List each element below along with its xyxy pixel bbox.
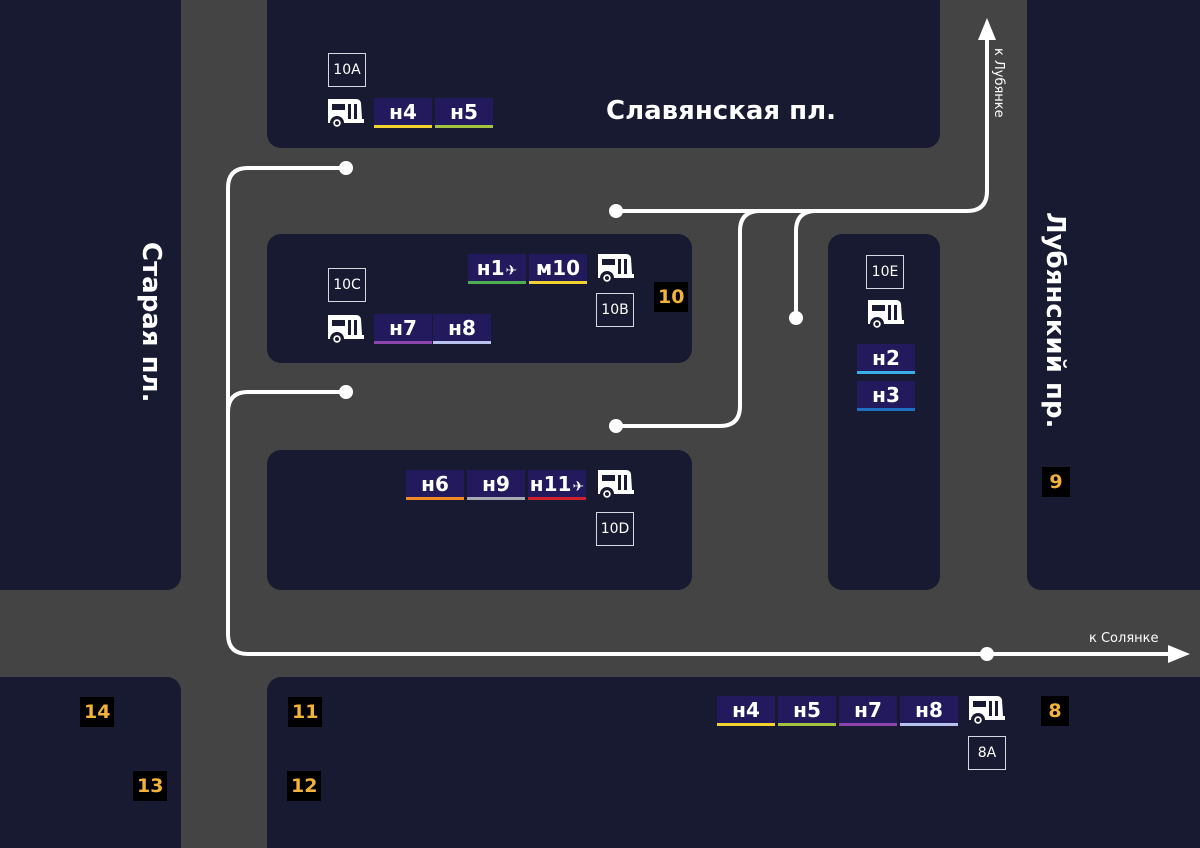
route-badge[interactable]: н6 [406, 470, 464, 500]
direction-to-solyanka: к Солянке [1089, 631, 1159, 646]
route-badge[interactable]: н11✈ [528, 470, 586, 500]
path-node [789, 311, 803, 325]
path-node [339, 161, 353, 175]
bus-icon [596, 468, 634, 500]
exit-12: 12 [287, 771, 322, 801]
bus-icon [326, 313, 364, 345]
street-staraya: Старая пл. [136, 242, 166, 403]
stop-code-10d: 10D [596, 512, 634, 546]
arrow-up-icon [978, 18, 996, 40]
route-badge[interactable]: н1✈ [468, 254, 526, 284]
bus-icon [967, 694, 1005, 726]
block-narrow-right [828, 234, 940, 590]
path-node [609, 204, 623, 218]
exit-11: 11 [288, 697, 323, 727]
route-badge[interactable]: н5 [435, 98, 493, 128]
route-badge[interactable]: н7 [839, 696, 897, 726]
path-to-lubyanka [614, 38, 989, 213]
route-badge[interactable]: н4 [374, 98, 432, 128]
route-label: н1 [476, 256, 505, 280]
arrow-right-icon [1168, 645, 1190, 663]
route-badge[interactable]: н5 [778, 696, 836, 726]
block-top-left [0, 0, 181, 590]
exit-14: 14 [80, 697, 115, 727]
direction-to-lubyanka: к Лубянке [991, 48, 1006, 118]
exit-9: 9 [1042, 467, 1070, 497]
path-10d-branch [614, 209, 762, 428]
route-badge[interactable]: н9 [467, 470, 525, 500]
route-badge[interactable]: н4 [717, 696, 775, 726]
stop-code-10c: 10C [328, 268, 366, 302]
path-node [609, 419, 623, 433]
stop-code-10b: 10B [596, 293, 634, 327]
bus-icon [596, 252, 634, 284]
airplane-icon: ✈ [505, 263, 518, 279]
exit-10: 10 [654, 282, 689, 312]
path-to-solyanka [226, 166, 1172, 656]
street-lubyansky: Лубянский пр. [1040, 212, 1070, 429]
route-badge[interactable]: н2 [857, 344, 915, 374]
path-10c-branch [226, 390, 348, 414]
path-node [980, 647, 994, 661]
stop-code-10e: 10E [866, 255, 904, 289]
street-slavyanskaya: Славянская пл. [606, 96, 837, 126]
bus-icon [326, 97, 364, 129]
stop-code-8a: 8A [968, 736, 1006, 770]
route-badge[interactable]: н8 [433, 314, 491, 344]
route-badge[interactable]: н7 [374, 314, 432, 344]
route-badge[interactable]: м10 [529, 254, 587, 284]
route-badge[interactable]: н3 [857, 381, 915, 411]
path-10e-branch [794, 209, 818, 320]
exit-13: 13 [133, 771, 168, 801]
airplane-icon: ✈ [572, 479, 585, 495]
path-node [339, 385, 353, 399]
route-badge[interactable]: н8 [900, 696, 958, 726]
route-label: н11 [529, 472, 572, 496]
stop-code-10a: 10A [328, 53, 366, 87]
exit-8: 8 [1041, 696, 1069, 726]
bus-icon [866, 298, 904, 330]
